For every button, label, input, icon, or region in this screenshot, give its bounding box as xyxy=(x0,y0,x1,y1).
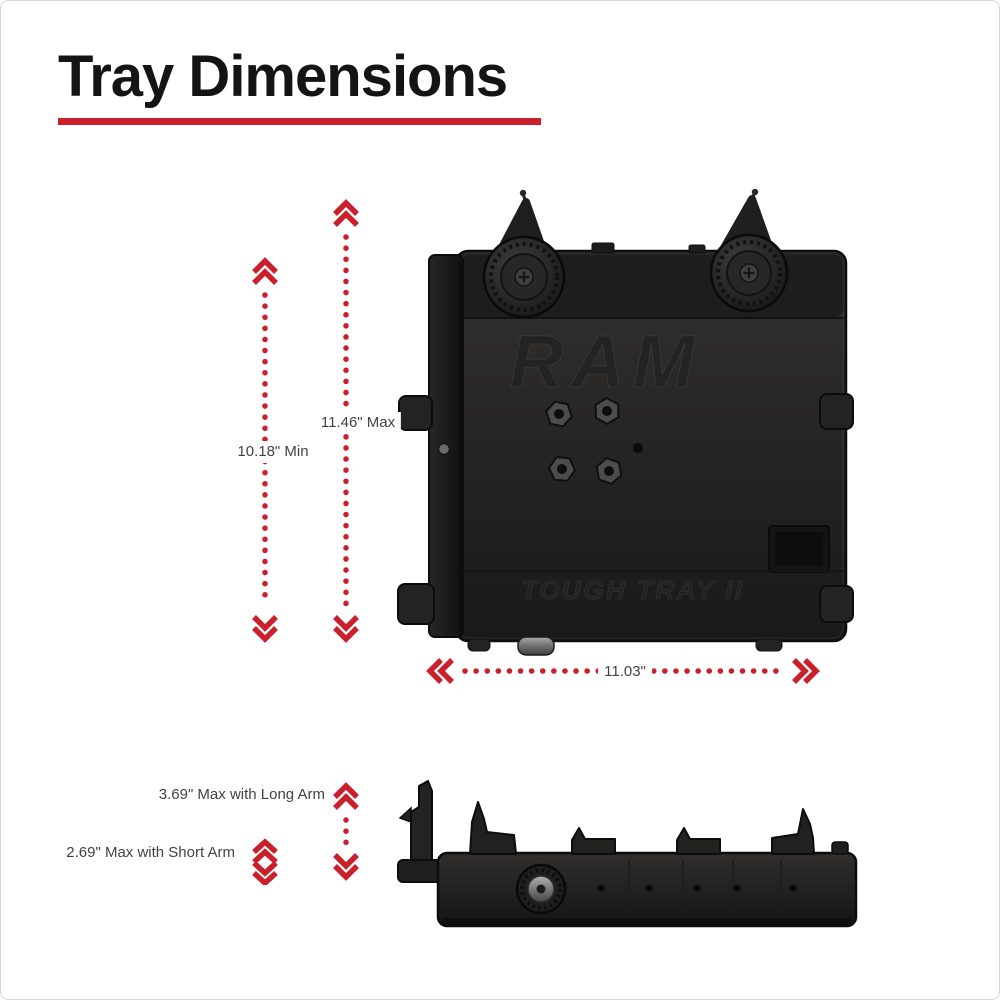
chevron-up-icon xyxy=(333,782,359,799)
chevron-up-icon xyxy=(252,848,278,865)
dim-depth-long-label: 3.69" Max with Long Arm xyxy=(152,784,331,806)
chevron-down-icon xyxy=(333,615,359,632)
base-bottom-lip xyxy=(442,918,852,925)
chevron-down-icon xyxy=(252,626,278,643)
top-edge-nub-1 xyxy=(591,242,615,254)
chevron-left-icon xyxy=(426,658,443,684)
chevron-down-icon xyxy=(333,626,359,643)
latch-tab-left-bottom xyxy=(397,583,435,625)
dim-depth-long-arrow xyxy=(333,782,359,881)
base-rivet-holes xyxy=(597,884,797,892)
foot-left xyxy=(467,638,491,652)
chevron-up-icon xyxy=(252,257,278,274)
chevron-down-icon xyxy=(252,615,278,632)
ram-logo-embossed: RAM xyxy=(510,320,703,403)
vesa-bolt xyxy=(545,400,573,428)
chevron-left-icon xyxy=(437,658,454,684)
chevron-down-icon xyxy=(333,864,359,881)
page-title: Tray Dimensions xyxy=(58,44,508,109)
title-underline xyxy=(58,118,541,125)
dim-depth-short-label: 2.69" Max with Short Arm xyxy=(60,842,241,864)
vesa-bolt xyxy=(547,456,577,482)
antenna-tip-left xyxy=(519,189,527,197)
clamp-knob-left xyxy=(482,235,566,319)
chevron-right-icon xyxy=(792,658,809,684)
chevron-up-icon xyxy=(333,210,359,227)
dim-height-max-arrow xyxy=(333,199,359,643)
latch-tab-right-top xyxy=(819,393,854,430)
chevron-up-icon xyxy=(333,793,359,810)
clamp-finger-3 xyxy=(676,827,721,855)
base-seams xyxy=(628,860,782,922)
latch-tab-right-bottom xyxy=(819,585,854,623)
center-hole xyxy=(632,442,644,454)
foot-cylinder xyxy=(517,636,555,656)
chevron-up-icon xyxy=(252,839,278,855)
rail-screw xyxy=(437,442,451,456)
dim-depth-short-arrow xyxy=(252,839,278,885)
clamp-knob-right xyxy=(709,233,789,313)
dim-width-label: 11.03" xyxy=(598,661,652,683)
tray-top-view: RAM TOUGH TRAY II xyxy=(397,189,854,656)
tray-side-view xyxy=(397,780,858,928)
foot-right xyxy=(755,638,783,652)
vesa-bolt xyxy=(595,457,623,485)
dim-height-min-label: 10.18" Min xyxy=(231,441,315,463)
latch-tab-left-top xyxy=(398,395,433,431)
chevron-down-icon xyxy=(252,860,278,877)
clamp-finger-2 xyxy=(571,827,616,855)
top-edge-nub-2 xyxy=(688,244,706,254)
chevron-down-icon xyxy=(252,870,278,885)
latch-housing xyxy=(768,525,830,573)
dim-height-max-label: 11.46" Max xyxy=(314,412,402,434)
retention-knob xyxy=(515,863,567,915)
right-end-nub xyxy=(831,841,849,855)
chevron-up-icon xyxy=(252,268,278,285)
chevron-right-icon xyxy=(803,658,820,684)
chevron-down-icon xyxy=(333,853,359,870)
chevron-up-icon xyxy=(333,199,359,216)
arm-hook xyxy=(398,806,412,824)
clamp-finger-1 xyxy=(469,801,517,855)
model-name-embossed: TOUGH TRAY II xyxy=(521,575,744,605)
antenna-tip-right xyxy=(751,189,759,196)
clamp-finger-4 xyxy=(771,808,815,855)
vesa-bolt xyxy=(594,396,620,426)
left-spring-rail xyxy=(428,254,464,638)
